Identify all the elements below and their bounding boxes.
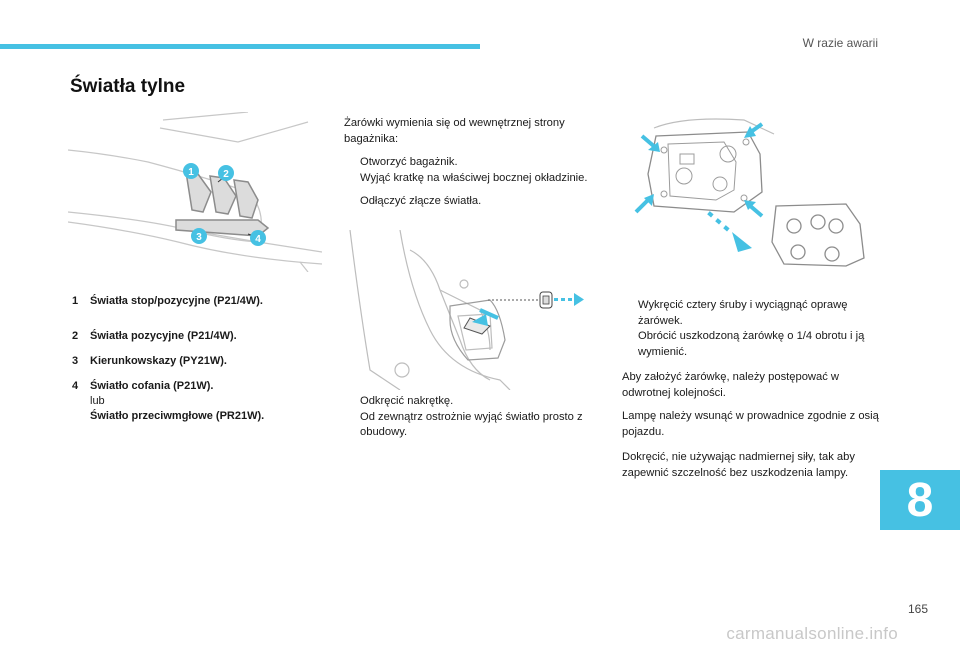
legend-item: 3 Kierunkowskazy (PY21W). bbox=[72, 354, 302, 369]
section-title: W razie awarii bbox=[802, 36, 878, 50]
legend-list: 1 Światła stop/pozycyjne (P21/4W). 2 Świ… bbox=[72, 294, 302, 424]
right-para-1: Aby założyć żarówkę, należy postępować w… bbox=[622, 371, 840, 399]
legend-label: Światła pozycyjne (P21/4W). bbox=[90, 330, 237, 342]
legend-or: lub bbox=[90, 395, 105, 407]
legend-number: 3 bbox=[72, 355, 79, 367]
bullet-mark-icon bbox=[622, 298, 638, 329]
intro-bullet: Odłączyć złącze światła. bbox=[344, 194, 604, 210]
chapter-tab: 8 bbox=[880, 470, 960, 530]
legend-label: Światła stop/pozycyjne (P21/4W). bbox=[90, 295, 263, 307]
callout-3: 3 bbox=[196, 232, 202, 243]
rear-lamp-figure: 1 2 3 4 bbox=[68, 112, 322, 272]
right-para-2: Lampę należy wsunąć w prowadnice zgodnie… bbox=[622, 410, 879, 438]
lamp-unit-figure bbox=[634, 118, 865, 267]
legend-label: Kierunkowskazy (PY21W). bbox=[90, 355, 227, 367]
bullet-mark-icon bbox=[622, 329, 638, 360]
middle-steps: Odkręcić nakrętkę. Od zewnątrz ostrożnie… bbox=[344, 394, 606, 441]
bullet-mark-icon bbox=[344, 171, 360, 187]
callout-1: 1 bbox=[188, 167, 194, 178]
header-accent-bar bbox=[0, 44, 480, 49]
bullet-mark-icon bbox=[344, 394, 360, 410]
intro-block: Żarówki wymienia się od wewnętrznej stro… bbox=[344, 116, 604, 210]
intro-text: Żarówki wymienia się od wewnętrznej stro… bbox=[344, 117, 565, 145]
watermark: carmanualsonline.info bbox=[726, 624, 898, 643]
legend-number: 4 bbox=[72, 380, 79, 392]
legend-item: 4 Światło cofania (P21W). lub Światło pr… bbox=[72, 379, 302, 424]
bullet-mark-icon bbox=[344, 155, 360, 171]
right-bullet: Obrócić uszkodzoną żarówkę o 1/4 obrotu … bbox=[622, 329, 880, 360]
middle-bullet: Odkręcić nakrętkę. bbox=[344, 394, 606, 410]
legend-number: 2 bbox=[72, 330, 79, 342]
callout-4: 4 bbox=[255, 234, 261, 245]
intro-bullet: Otworzyć bagażnik. bbox=[344, 155, 604, 171]
right-para-3: Dokręcić, nie używając nadmiernej siły, … bbox=[622, 451, 855, 479]
right-bullet: Wykręcić cztery śruby i wyciągnąć oprawę… bbox=[622, 298, 880, 329]
legend-label: Światło cofania (P21W). bbox=[90, 380, 214, 392]
callout-2: 2 bbox=[223, 169, 229, 180]
page-title: Światła tylne bbox=[70, 76, 186, 97]
legend-item: 2 Światła pozycyjne (P21/4W). bbox=[72, 329, 302, 344]
legend-number: 1 bbox=[72, 295, 79, 307]
page-number: 165 bbox=[907, 602, 928, 616]
middle-bullet: Od zewnątrz ostrożnie wyjąć światło pros… bbox=[344, 410, 606, 441]
intro-bullet: Wyjąć kratkę na właściwej bocznej okładz… bbox=[344, 171, 604, 187]
trunk-panel-figure bbox=[349, 230, 584, 390]
bullet-mark-icon bbox=[344, 410, 360, 441]
legend-item: 1 Światła stop/pozycyjne (P21/4W). bbox=[72, 294, 302, 309]
legend-alt-label: Światło przeciwmgłowe (PR21W). bbox=[90, 410, 265, 422]
right-column: Wykręcić cztery śruby i wyciągnąć oprawę… bbox=[622, 298, 880, 481]
bullet-mark-icon bbox=[344, 194, 360, 210]
